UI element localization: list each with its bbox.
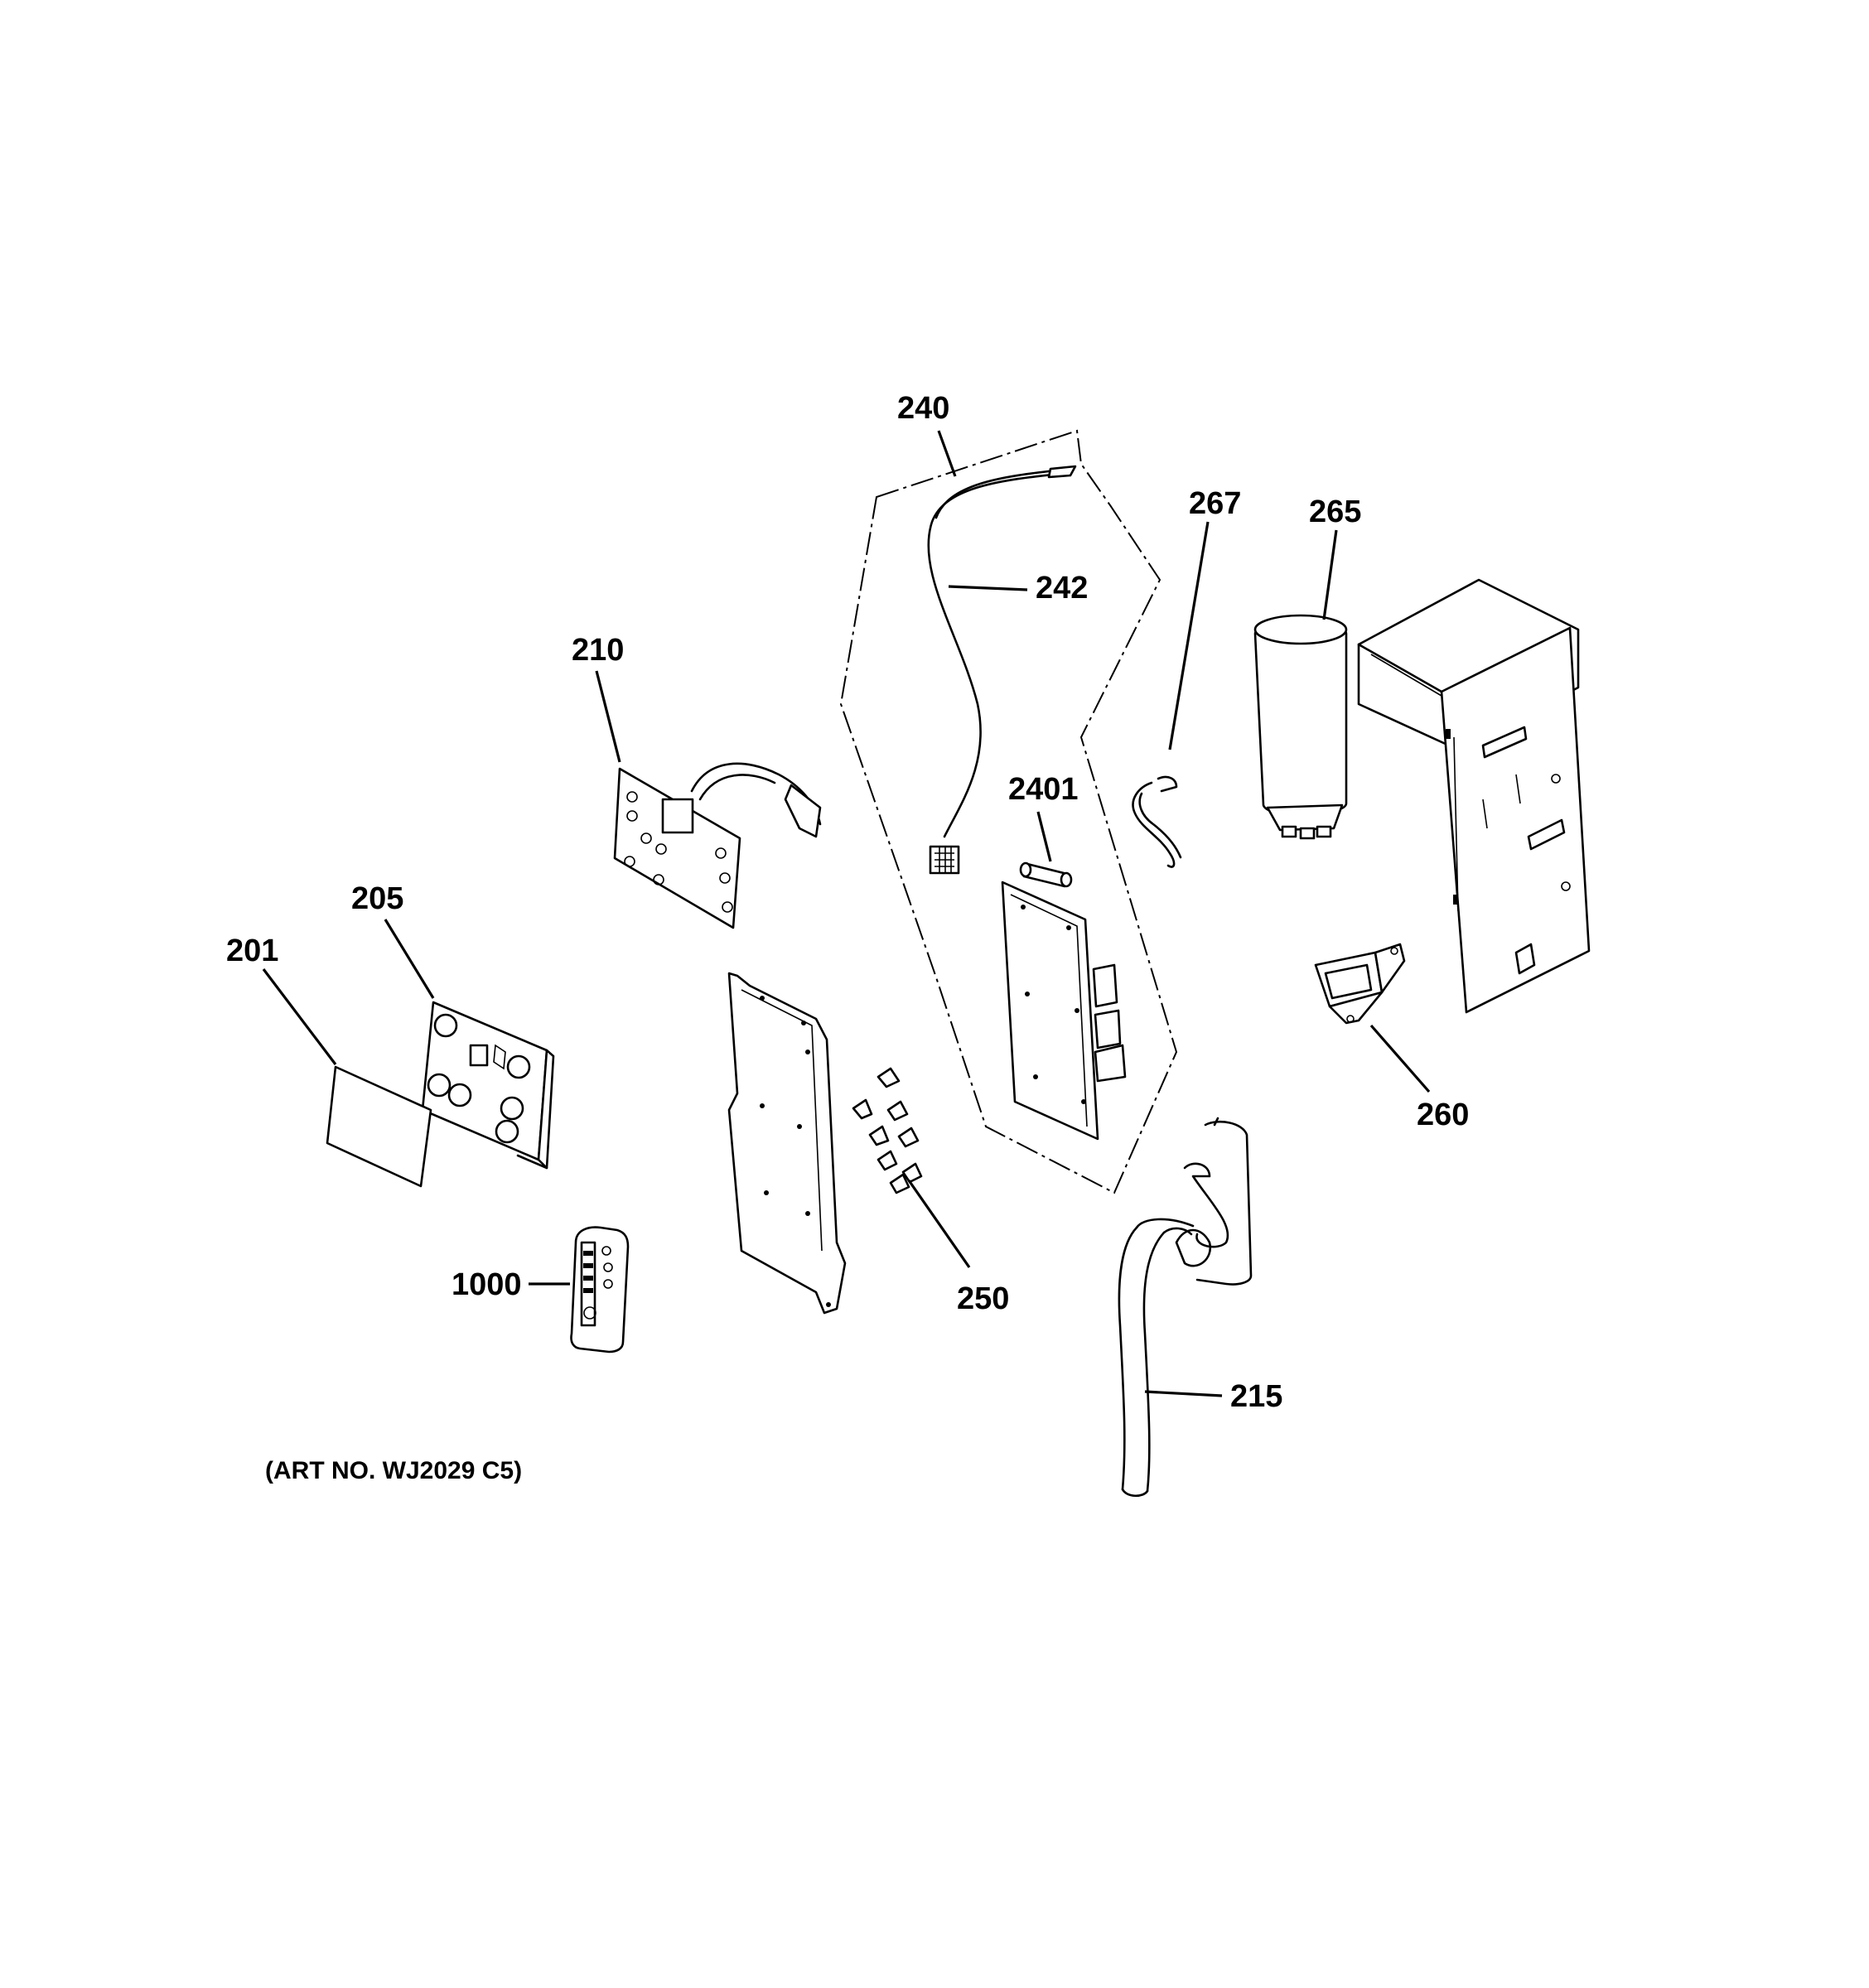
drain-hose-215[interactable] (1118, 1117, 1253, 1498)
mounting-plate[interactable] (727, 972, 847, 1315)
leader-265 (1322, 529, 1338, 620)
leader-242 (948, 585, 1028, 591)
art-number: (ART NO. WJ2029 C5) (265, 1457, 522, 1484)
clamp-strap-267[interactable] (1132, 775, 1182, 868)
terminals-250[interactable] (852, 1067, 923, 1194)
callout-267[interactable]: 267 (1189, 486, 1241, 521)
callout-1000[interactable]: 1000 (452, 1267, 522, 1302)
callout-240[interactable]: 240 (897, 391, 949, 426)
callout-260[interactable]: 260 (1417, 1098, 1469, 1132)
callout-2401[interactable]: 2401 (1008, 772, 1079, 807)
capacitor-265[interactable] (1253, 614, 1348, 840)
leader-240 (937, 430, 957, 477)
display-board-210[interactable] (613, 762, 822, 929)
group-240-outline (839, 429, 1178, 1194)
callout-201[interactable]: 201 (226, 934, 278, 968)
callout-205[interactable]: 205 (351, 881, 403, 916)
leader-215 (1144, 1390, 1223, 1397)
relay-260[interactable] (1314, 943, 1406, 1025)
leader-205 (384, 919, 435, 999)
wire-harness-242[interactable] (927, 465, 1077, 875)
leader-210 (595, 670, 621, 763)
callout-242[interactable]: 242 (1036, 571, 1088, 606)
leader-250 (907, 1180, 971, 1268)
control-panel-205[interactable] (421, 1001, 555, 1170)
fuse-2401[interactable] (1019, 861, 1073, 888)
leader-201 (262, 968, 337, 1065)
leader-260 (1369, 1024, 1431, 1093)
control-board-240[interactable] (1001, 881, 1127, 1141)
callout-250[interactable]: 250 (957, 1281, 1009, 1316)
callout-210[interactable]: 210 (572, 633, 624, 668)
panel-overlay-201[interactable] (326, 1065, 432, 1188)
callout-215[interactable]: 215 (1230, 1379, 1282, 1414)
control-box-bracket[interactable] (1357, 578, 1591, 1014)
leader-2401 (1036, 811, 1052, 862)
callout-265[interactable]: 265 (1309, 495, 1361, 529)
remote-control-1000[interactable] (570, 1226, 630, 1353)
leader-267 (1168, 521, 1210, 750)
